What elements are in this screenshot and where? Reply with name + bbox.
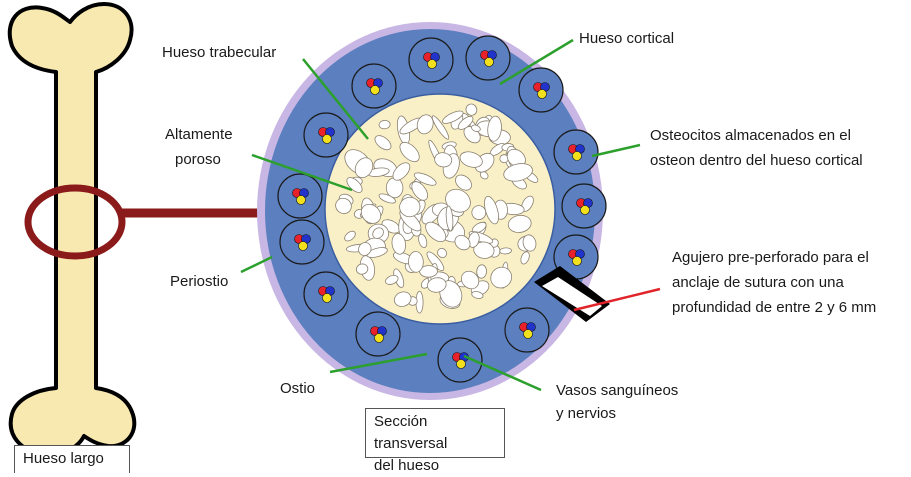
leader-osteocitos: [592, 145, 640, 156]
osteon-icon: [278, 174, 322, 218]
bone-cross-section: [257, 22, 606, 400]
osteon-icon: [304, 113, 348, 157]
label-periostio: Periostio: [170, 273, 228, 290]
label-ostio: Ostio: [280, 380, 315, 397]
label-poroso: poroso: [175, 151, 221, 168]
label-osteocitos-line1: Osteocitos almacenados en el: [650, 127, 851, 144]
label-altamente: Altamente: [165, 126, 233, 143]
long-bone-caption: Hueso largo: [14, 445, 130, 473]
caption-line2: del hueso: [374, 455, 496, 477]
label-agujero-line2: anclaje de sutura con una: [672, 274, 844, 291]
pore: [408, 251, 424, 272]
osteon-icon: [352, 64, 396, 108]
label-hueso-cortical: Hueso cortical: [579, 30, 674, 47]
label-agujero-line1: Agujero pre-perforado para el: [672, 249, 869, 266]
osteon-icon: [409, 38, 453, 82]
cross-section-caption: Sección transversal del hueso: [365, 408, 505, 458]
osteon-icon: [505, 308, 549, 352]
osteon-icon: [304, 272, 348, 316]
caption-line1: Sección transversal: [374, 411, 496, 455]
label-osteocitos-line2: osteon dentro del hueso cortical: [650, 152, 863, 169]
osteon-icon: [554, 130, 598, 174]
label-vasos-line2: y nervios: [556, 405, 616, 422]
osteon-icon: [519, 68, 563, 112]
label-agujero-line3: profundidad de entre 2 y 6 mm: [672, 299, 876, 316]
label-hueso-trabecular: Hueso trabecular: [162, 44, 276, 61]
long-bone-label: Hueso largo: [23, 448, 121, 470]
osteon-icon: [356, 312, 400, 356]
osteon-icon: [466, 36, 510, 80]
osteon-icon: [562, 184, 606, 228]
osteon-icon: [280, 220, 324, 264]
label-vasos-line1: Vasos sanguíneos: [556, 382, 678, 399]
